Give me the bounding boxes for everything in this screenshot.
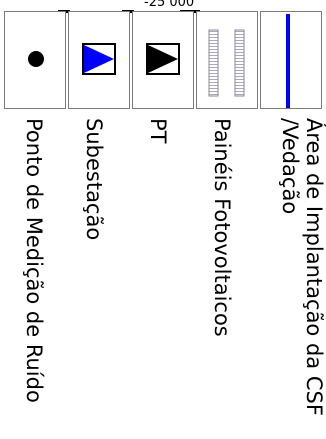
black-dot-icon <box>28 51 44 67</box>
blue-triangle-square-icon <box>82 43 116 75</box>
black-triangle-square-icon <box>146 43 180 75</box>
legend-label-pt: PT <box>146 118 170 144</box>
legend-label-pv-panels: Painéis Fotovoltaicos <box>210 118 234 337</box>
legend-label-substation: Subestação <box>82 118 106 241</box>
legend-symbol-box-substation <box>68 11 130 109</box>
legend-symbol-box-pv <box>196 11 258 109</box>
legend-symbol-box-pt <box>132 11 194 109</box>
pv-panels-icon <box>208 29 245 97</box>
blue-line-icon <box>286 14 290 108</box>
scale-label: -25 000 <box>144 0 195 10</box>
legend-symbol-box-area <box>260 11 322 109</box>
legend-symbol-box-noise <box>4 11 66 109</box>
legend-label-implantation-area: Área de Implantação da CSF /Vedação <box>278 118 326 416</box>
legend-label-noise-point: Ponto de Medição de Ruído <box>22 118 46 403</box>
